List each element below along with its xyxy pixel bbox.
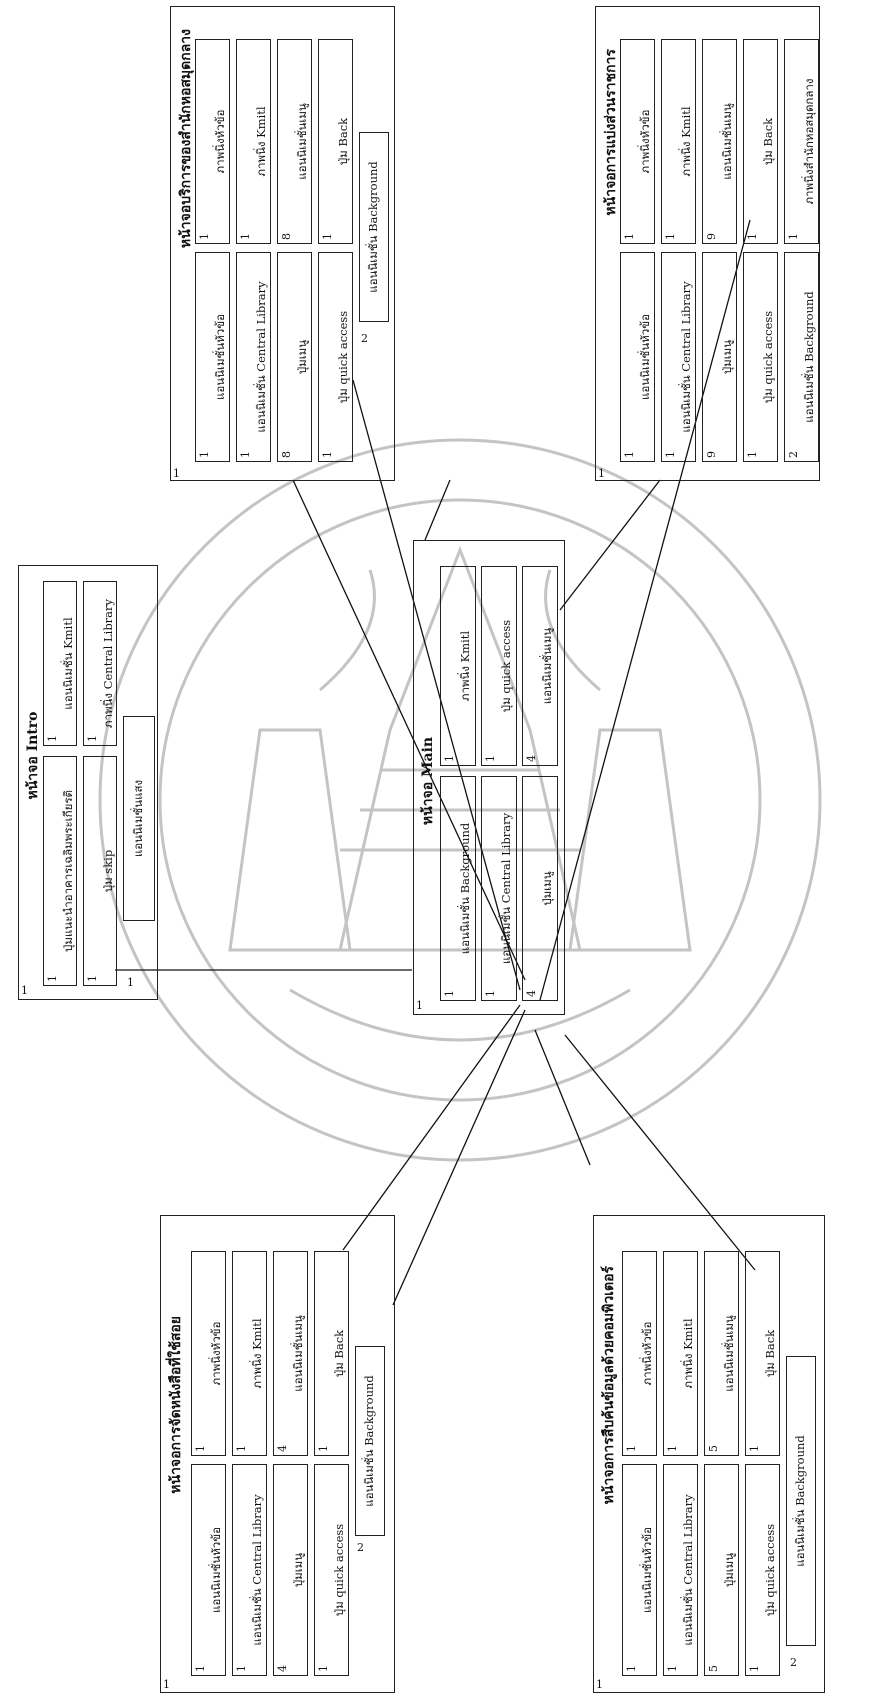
panel-title: หน้าจอการจัดหนังสือที่ใช้สอย bbox=[168, 1316, 184, 1494]
panel-computer-search: 1 หน้าจอการสืบค้นข้อมูลด้วยคอมพิวเตอร์ 1… bbox=[593, 1215, 825, 1693]
panel-title: หน้าจอ Intro bbox=[25, 711, 41, 800]
panel-corner-count: 1 bbox=[416, 999, 423, 1012]
cell-background-animation: แอนนิเมชั่น Background bbox=[786, 1356, 816, 1646]
panel-corner-count: 1 bbox=[596, 1678, 603, 1691]
panel-title: หน้าจอบริการของสำนักหอสมุดกลาง bbox=[178, 29, 194, 249]
panel-title: หน้าจอการสืบค้นข้อมูลด้วยคอมพิวเตอร์ bbox=[601, 1266, 617, 1505]
light-animation-count: 1 bbox=[127, 976, 134, 989]
cell-light-animation: แอนนิเมชั่นแสง bbox=[123, 716, 155, 921]
panel-corner-count: 1 bbox=[21, 984, 28, 997]
background-animation-count: 2 bbox=[790, 1656, 797, 1669]
background-animation-count: 2 bbox=[357, 1541, 364, 1554]
panel-corner-count: 1 bbox=[173, 467, 180, 480]
panel-corner-count: 1 bbox=[598, 467, 605, 480]
cell-background-animation: แอนนิเมชั่น Background bbox=[359, 132, 389, 322]
panel-corner-count: 1 bbox=[163, 1678, 170, 1691]
cell-background-animation: แอนนิเมชั่น Background bbox=[355, 1346, 385, 1536]
background-animation-count: 2 bbox=[361, 332, 368, 345]
panel-title: หน้าจอ Main bbox=[420, 736, 436, 826]
panel-title: หน้าจอการแบ่งส่วนราชการ bbox=[603, 49, 619, 216]
